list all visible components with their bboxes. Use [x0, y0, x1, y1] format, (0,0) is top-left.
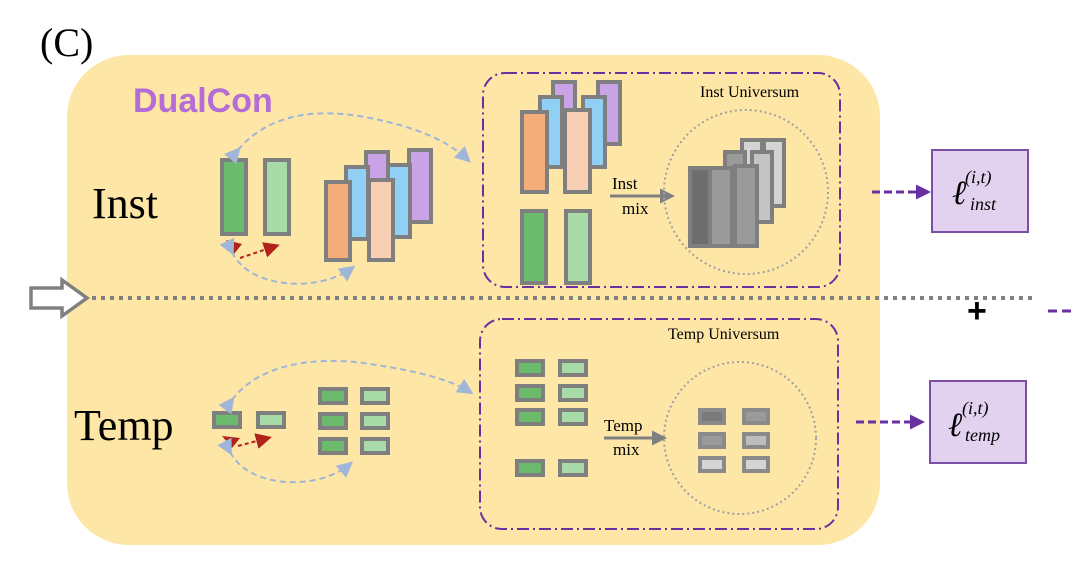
temp-loss-subscript: temp	[965, 425, 1000, 445]
temp-mix-label-2: mix	[613, 440, 640, 459]
temp-curve-bottom	[217, 437, 354, 484]
inst-universum-box	[482, 72, 841, 288]
row-label-temp: Temp	[74, 401, 174, 450]
diagram-title: DualCon	[133, 82, 273, 120]
inst-view-2	[263, 158, 291, 236]
temp-universum-label: Temp Universum	[668, 326, 780, 343]
inst-universum-green-1	[520, 209, 548, 285]
input-arrow-icon	[29, 276, 90, 320]
plus-sign: +	[967, 292, 987, 330]
inst-universum-label: Inst Universum	[700, 84, 800, 101]
inst-curve-bottom	[219, 237, 356, 285]
inst-mixed-circle	[663, 109, 829, 275]
inst-mix-label-2: mix	[622, 199, 649, 218]
inst-row: Inst Universum Inst mix	[219, 72, 1029, 288]
temp-curve-top	[218, 359, 474, 415]
inst-mixed-stack	[688, 138, 786, 248]
inst-universum-stack	[520, 80, 622, 194]
inst-loss-subscript: inst	[970, 194, 997, 214]
inst-universum-green-2	[564, 209, 592, 285]
temp-universum-grid	[515, 359, 588, 477]
temp-view-1	[212, 411, 242, 429]
inst-loss-box	[931, 149, 1029, 233]
temp-mixed-grid	[698, 408, 770, 473]
temp-row: Temp Universum Temp mix ℓ (i,t) temp	[212, 318, 1027, 530]
temp-loss-superscript: (i,t)	[962, 398, 989, 419]
temp-loss-box	[929, 380, 1027, 464]
temp-view-2	[256, 411, 286, 429]
inst-loss-symbol: ℓ	[952, 175, 966, 212]
inst-view-1	[220, 158, 248, 236]
temp-mixed-circle	[663, 361, 817, 515]
row-label-inst: Inst	[92, 179, 158, 228]
inst-curve-top	[224, 112, 471, 165]
temp-universum-box	[479, 318, 839, 530]
panel-label: (C)	[40, 20, 93, 65]
inst-mix-label-1: Inst	[612, 174, 638, 193]
temp-loss-symbol: ℓ	[948, 407, 962, 444]
temp-mix-label-1: Temp	[604, 416, 642, 435]
inst-loss-superscript: (i,t)	[965, 167, 992, 188]
